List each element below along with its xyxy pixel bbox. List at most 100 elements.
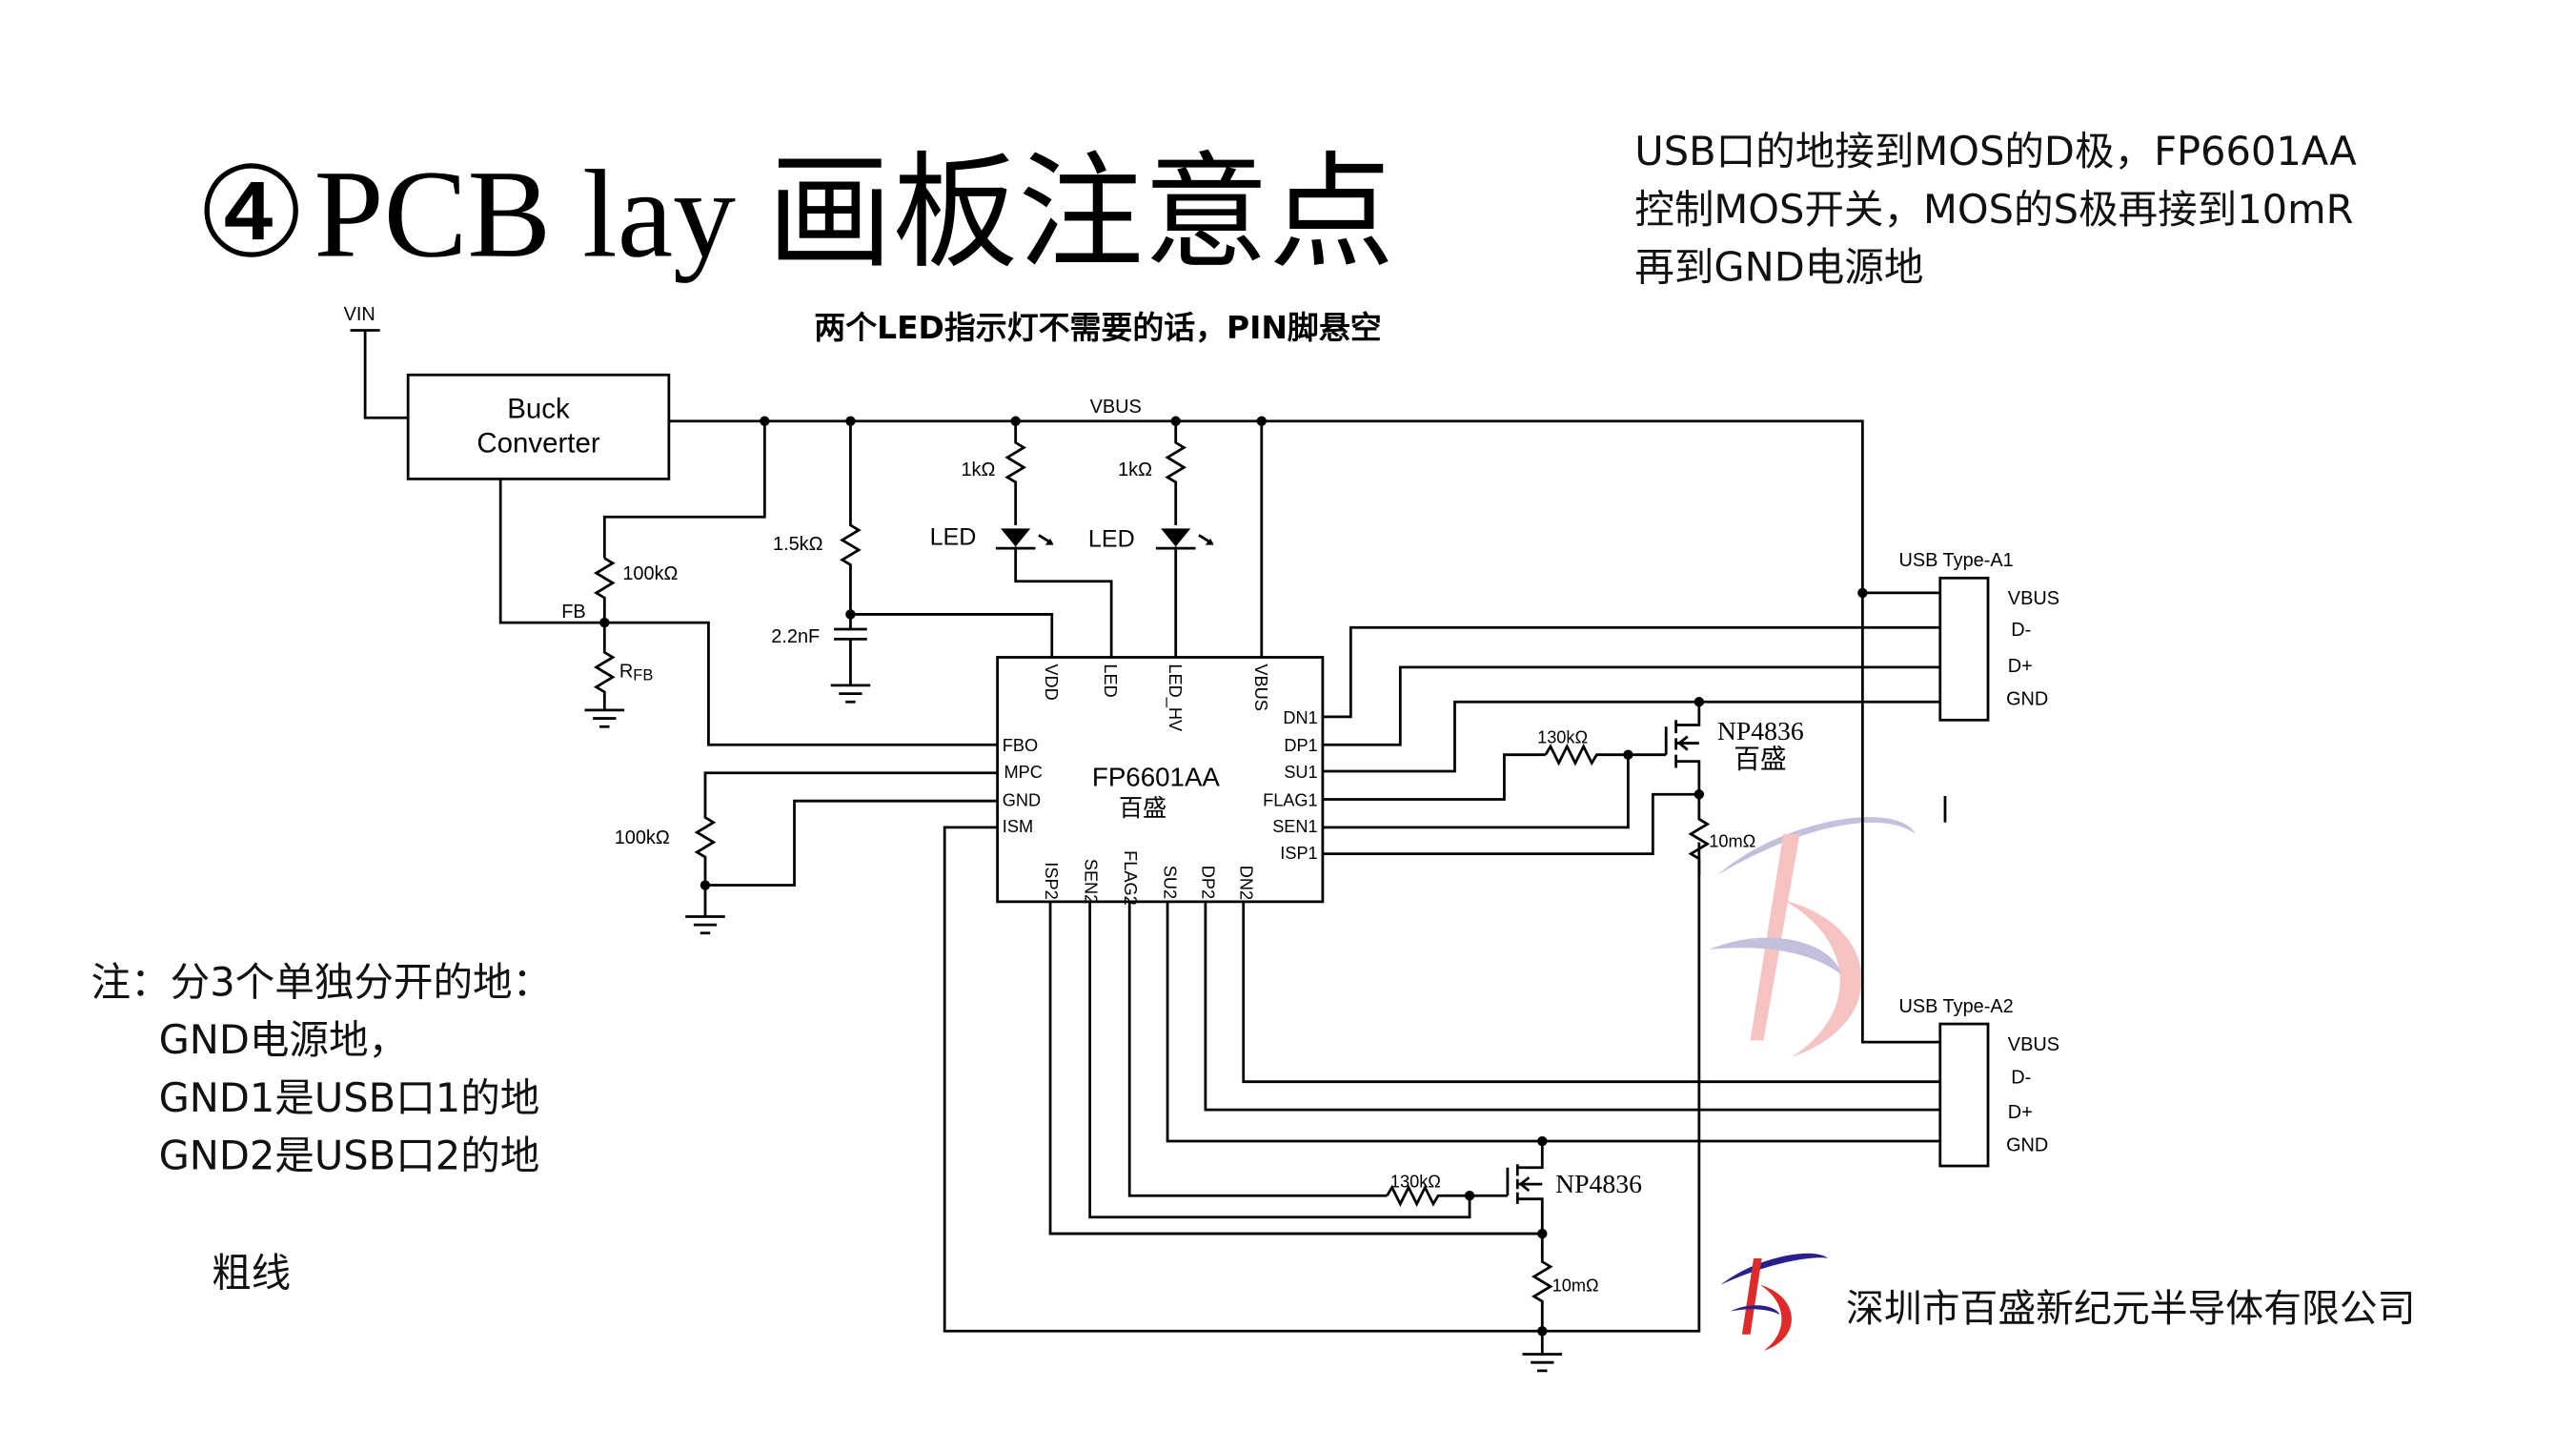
resistor-130k-2 <box>1386 1184 1508 1207</box>
pin-isp1: ISP1 <box>1280 844 1317 863</box>
pin-fbo: FBO <box>1003 736 1038 755</box>
resistor-100k-mpc <box>694 771 998 886</box>
ground-note-line-3: GND1是USB口1的地 <box>159 1074 540 1121</box>
sen2-wire <box>1088 901 1471 1219</box>
usb1-pin-vbus: VBUS <box>2008 588 2059 609</box>
pin-sen2: SEN2 <box>1081 859 1100 904</box>
r-mpc-label: 100kΩ <box>615 827 670 848</box>
usb-type-a1: USB Type-A1 VBUS D- D+ GND <box>1898 550 2059 722</box>
buck-label-1: Buck <box>507 393 570 424</box>
ic-fp6601aa: FP6601AA 百盛 VDD LED LED_HV VBUS FBO MPC … <box>996 656 1325 906</box>
pin-vdd: VDD <box>1042 664 1061 700</box>
usb2-pin-dminus: D- <box>2011 1067 2031 1088</box>
led-note: 两个LED指示灯不需要的话，PIN脚悬空 <box>814 309 1381 346</box>
r-fb-bottom-label: RFB <box>619 661 653 684</box>
title-text: PCB lay 画板注意点 <box>314 146 1394 284</box>
pin-ism: ISM <box>1003 817 1033 836</box>
pin-dp2: DP2 <box>1198 866 1217 899</box>
isp2-wire <box>1048 901 1543 1236</box>
r-vdd-label: 1.5kΩ <box>773 534 823 555</box>
resistor-10m-1 <box>1688 794 1711 876</box>
mos2-icon <box>1515 1141 1544 1235</box>
buck-label-2: Converter <box>477 428 599 460</box>
slide-title: ④ PCB lay 画板注意点 <box>195 146 1394 284</box>
resistor-10m-2 <box>1531 1234 1553 1332</box>
mos1-brand: 百盛 <box>1734 745 1786 774</box>
led2-wire <box>1155 546 1196 658</box>
mos1-name: NP4836 <box>1717 716 1804 745</box>
mos2-rgate-label: 130kΩ <box>1390 1173 1441 1192</box>
led1-label: LED <box>930 524 977 551</box>
ground-icon <box>830 684 871 704</box>
led1-icon <box>1001 528 1031 547</box>
resistor-rfb <box>593 623 616 710</box>
ic-name: FP6601AA <box>1092 763 1221 792</box>
usb2-pin-dplus: D+ <box>2008 1102 2033 1123</box>
usb2-title: USB Type-A2 <box>1898 996 2013 1017</box>
flag2-wire <box>1127 901 1388 1197</box>
mos1-rsense-label: 10mΩ <box>1709 832 1755 851</box>
vin-label: VIN <box>344 304 375 325</box>
company-logo-icon <box>1720 1253 1828 1352</box>
right-note-line-1: USB口的地接到MOS的D极，FP6601AA <box>1634 128 2357 174</box>
pin-dn1: DN1 <box>1283 708 1317 727</box>
pin-sen1: SEN1 <box>1272 817 1317 836</box>
c-vdd-label: 2.2nF <box>771 626 820 647</box>
dn1-wire <box>1322 625 1940 719</box>
flag1-wire <box>1322 753 1546 801</box>
usb1-pin-gnd: GND <box>2006 689 2048 710</box>
pin-mpc: MPC <box>1004 763 1043 782</box>
sen1-wire <box>1322 754 1630 829</box>
ism-wire <box>943 826 1701 1333</box>
mos1-icon <box>1674 702 1701 795</box>
buck-converter: Buck Converter <box>406 373 671 480</box>
right-note-line-3: 再到GND电源地 <box>1634 243 1923 290</box>
ground-note-line-4: GND2是USB口2的地 <box>159 1133 540 1179</box>
isp1-wire <box>1322 792 1699 856</box>
pin-isp2: ISP2 <box>1042 862 1061 899</box>
thick-line-note: 粗线 <box>212 1249 291 1296</box>
pin-su2: SU2 <box>1161 866 1180 899</box>
fb-wire <box>498 479 998 746</box>
usb2-pin-gnd: GND <box>2006 1134 2048 1155</box>
ic-brand: 百盛 <box>1119 795 1166 822</box>
pin-dn2: DN2 <box>1236 866 1255 900</box>
pin-gnd: GND <box>1003 790 1041 809</box>
resistor-1k5 <box>840 420 862 615</box>
mos2-rsense-label: 10mΩ <box>1552 1276 1599 1296</box>
title-number: ④ <box>195 146 308 284</box>
ground-icon <box>1522 1353 1563 1373</box>
ground-icon <box>685 915 725 935</box>
resistor-led1 <box>1004 420 1027 525</box>
gnd-wire <box>703 799 998 917</box>
led2-label: LED <box>1088 525 1135 552</box>
usb-type-a2: USB Type-A2 VBUS D- D+ GND <box>1898 996 2059 1168</box>
r-fb-top-label: 100kΩ <box>622 563 678 584</box>
dn2-wire <box>1242 901 1940 1084</box>
resistor-100k-fb <box>593 557 616 623</box>
ground-note-line-1: 注：分3个单独分开的地： <box>91 959 553 1006</box>
r100k-top-wire <box>602 420 766 559</box>
capacitor-2n2 <box>834 614 867 685</box>
resistor-led2 <box>1165 420 1187 525</box>
company-name: 深圳市百盛新纪元半导体有限公司 <box>1846 1287 2415 1331</box>
pin-vbus: VBUS <box>1251 664 1270 711</box>
pin-flag2: FLAG2 <box>1121 850 1140 906</box>
pin-led: LED <box>1101 664 1120 697</box>
usb1-pin-dplus: D+ <box>2008 656 2033 677</box>
r-led2-label: 1kΩ <box>1118 460 1152 480</box>
fb-label: FB <box>561 602 585 623</box>
ground-note-line-2: GND电源地， <box>159 1016 409 1063</box>
usb1-pin-dminus: D- <box>2011 620 2031 641</box>
watermark-logo <box>1709 817 1916 1057</box>
resistor-130k-1 <box>1544 743 1667 766</box>
right-note: USB口的地接到MOS的D极，FP6601AA 控制MOS开关，MOS的S极再接… <box>1634 128 2357 290</box>
su2-wire <box>1166 901 1940 1143</box>
mos2-name: NP4836 <box>1555 1169 1642 1198</box>
usb2-pin-vbus: VBUS <box>2008 1034 2059 1055</box>
dp2-wire <box>1204 901 1940 1112</box>
led1-wire <box>995 546 1113 658</box>
led2-icon <box>1161 528 1191 547</box>
usb1-title: USB Type-A1 <box>1898 550 2013 571</box>
ground-note: 注：分3个单独分开的地： GND电源地， GND1是USB口1的地 GND2是U… <box>91 959 553 1297</box>
